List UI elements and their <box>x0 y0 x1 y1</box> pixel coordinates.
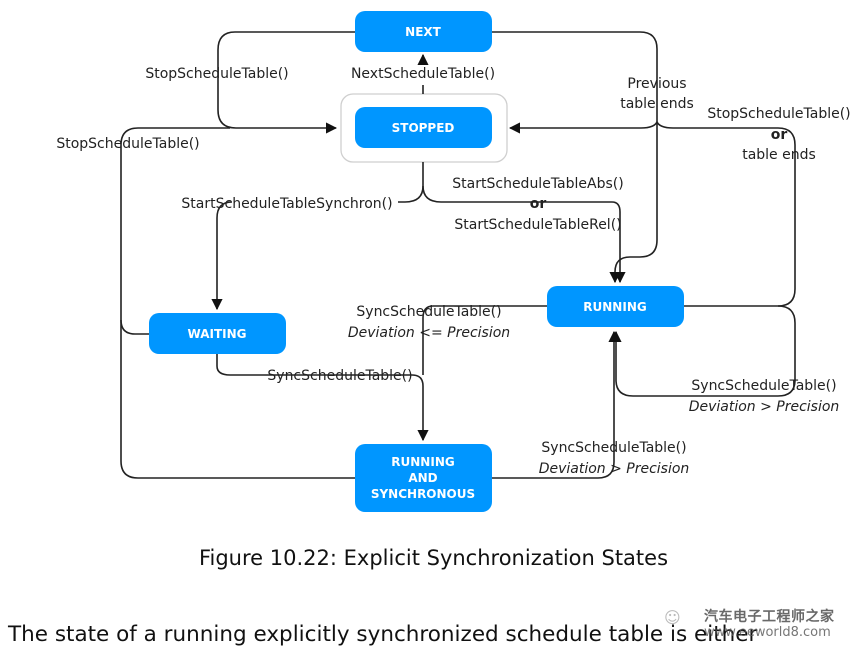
edge-waiting-sync <box>216 354 429 442</box>
watermark-line2: www.eeworld8.com <box>704 625 831 640</box>
label-start-or: or <box>530 196 547 212</box>
edge-stopped-start <box>398 162 424 203</box>
label-stop-running-or: or <box>771 127 788 143</box>
edge-next-stop <box>217 31 355 134</box>
edge-running-sync <box>422 305 547 375</box>
state-running-sync-line2: AND <box>408 471 437 485</box>
state-waiting-label: WAITING <box>188 327 247 341</box>
label-stop-running-line1: StopScheduleTable() <box>707 106 850 122</box>
label-start-abs: StartScheduleTableAbs() <box>452 176 623 192</box>
state-stopped: STOPPED <box>355 107 492 148</box>
label-previous-line1: Previous <box>627 76 686 92</box>
state-waiting: WAITING <box>149 313 286 354</box>
edge-running-stopped <box>508 120 796 307</box>
state-running-sync-line3: SYNCHRONOUS <box>371 487 475 501</box>
label-sync-running-self-2: Deviation > Precision <box>689 399 840 415</box>
label-sync-waiting-to-sync: SyncScheduleTable() <box>267 368 412 384</box>
edge-running-self <box>610 305 796 397</box>
label-sync-sync-to-running-2: Deviation > Precision <box>539 461 690 477</box>
edge-sync-stop <box>120 127 355 479</box>
state-next-label: NEXT <box>405 25 441 39</box>
label-next-schedule: NextScheduleTable() <box>351 66 495 82</box>
state-running-label: RUNNING <box>583 300 646 314</box>
watermark: ☺ 汽车电子工程师之家 www.eeworld8.com <box>664 606 835 640</box>
label-stop-from-next: StopScheduleTable() <box>145 66 288 82</box>
figure-caption: Figure 10.22: Explicit Synchronization S… <box>198 546 669 570</box>
edge-start-abs <box>422 185 626 284</box>
label-sync-running-self-1: SyncScheduleTable() <box>691 378 836 394</box>
edge-next-running <box>491 31 658 284</box>
watermark-line1: 汽车电子工程师之家 <box>704 609 835 625</box>
state-diagram: NEXT STOPPED WAITING RUNNING RUNNING AND… <box>56 11 851 512</box>
state-next: NEXT <box>355 11 492 52</box>
label-start-synchron: StartScheduleTableSynchron() <box>181 196 392 212</box>
label-stop-from-waiting-sync: StopScheduleTable() <box>56 136 199 152</box>
edge-sync-running <box>491 330 620 479</box>
label-start-rel: StartScheduleTableRel() <box>454 217 621 233</box>
state-running-sync-line1: RUNNING <box>391 455 454 469</box>
label-sync-running-to-sync-2: Deviation <= Precision <box>348 325 510 341</box>
label-sync-sync-to-running-1: SyncScheduleTable() <box>541 440 686 456</box>
label-sync-running-to-sync-1: SyncScheduleTable() <box>356 304 501 320</box>
state-running: RUNNING <box>547 286 684 327</box>
state-stopped-label: STOPPED <box>392 121 455 135</box>
label-previous-line2: table ends <box>620 96 694 112</box>
state-running-synchronous: RUNNING AND SYNCHRONOUS <box>355 444 492 512</box>
body-paragraph: The state of a running explicitly synchr… <box>8 622 758 647</box>
wechat-icon: ☺ <box>664 608 681 627</box>
label-stop-running-line3: table ends <box>742 147 816 163</box>
edge-start-sync <box>211 201 233 311</box>
edge-waiting-stop <box>120 319 149 335</box>
